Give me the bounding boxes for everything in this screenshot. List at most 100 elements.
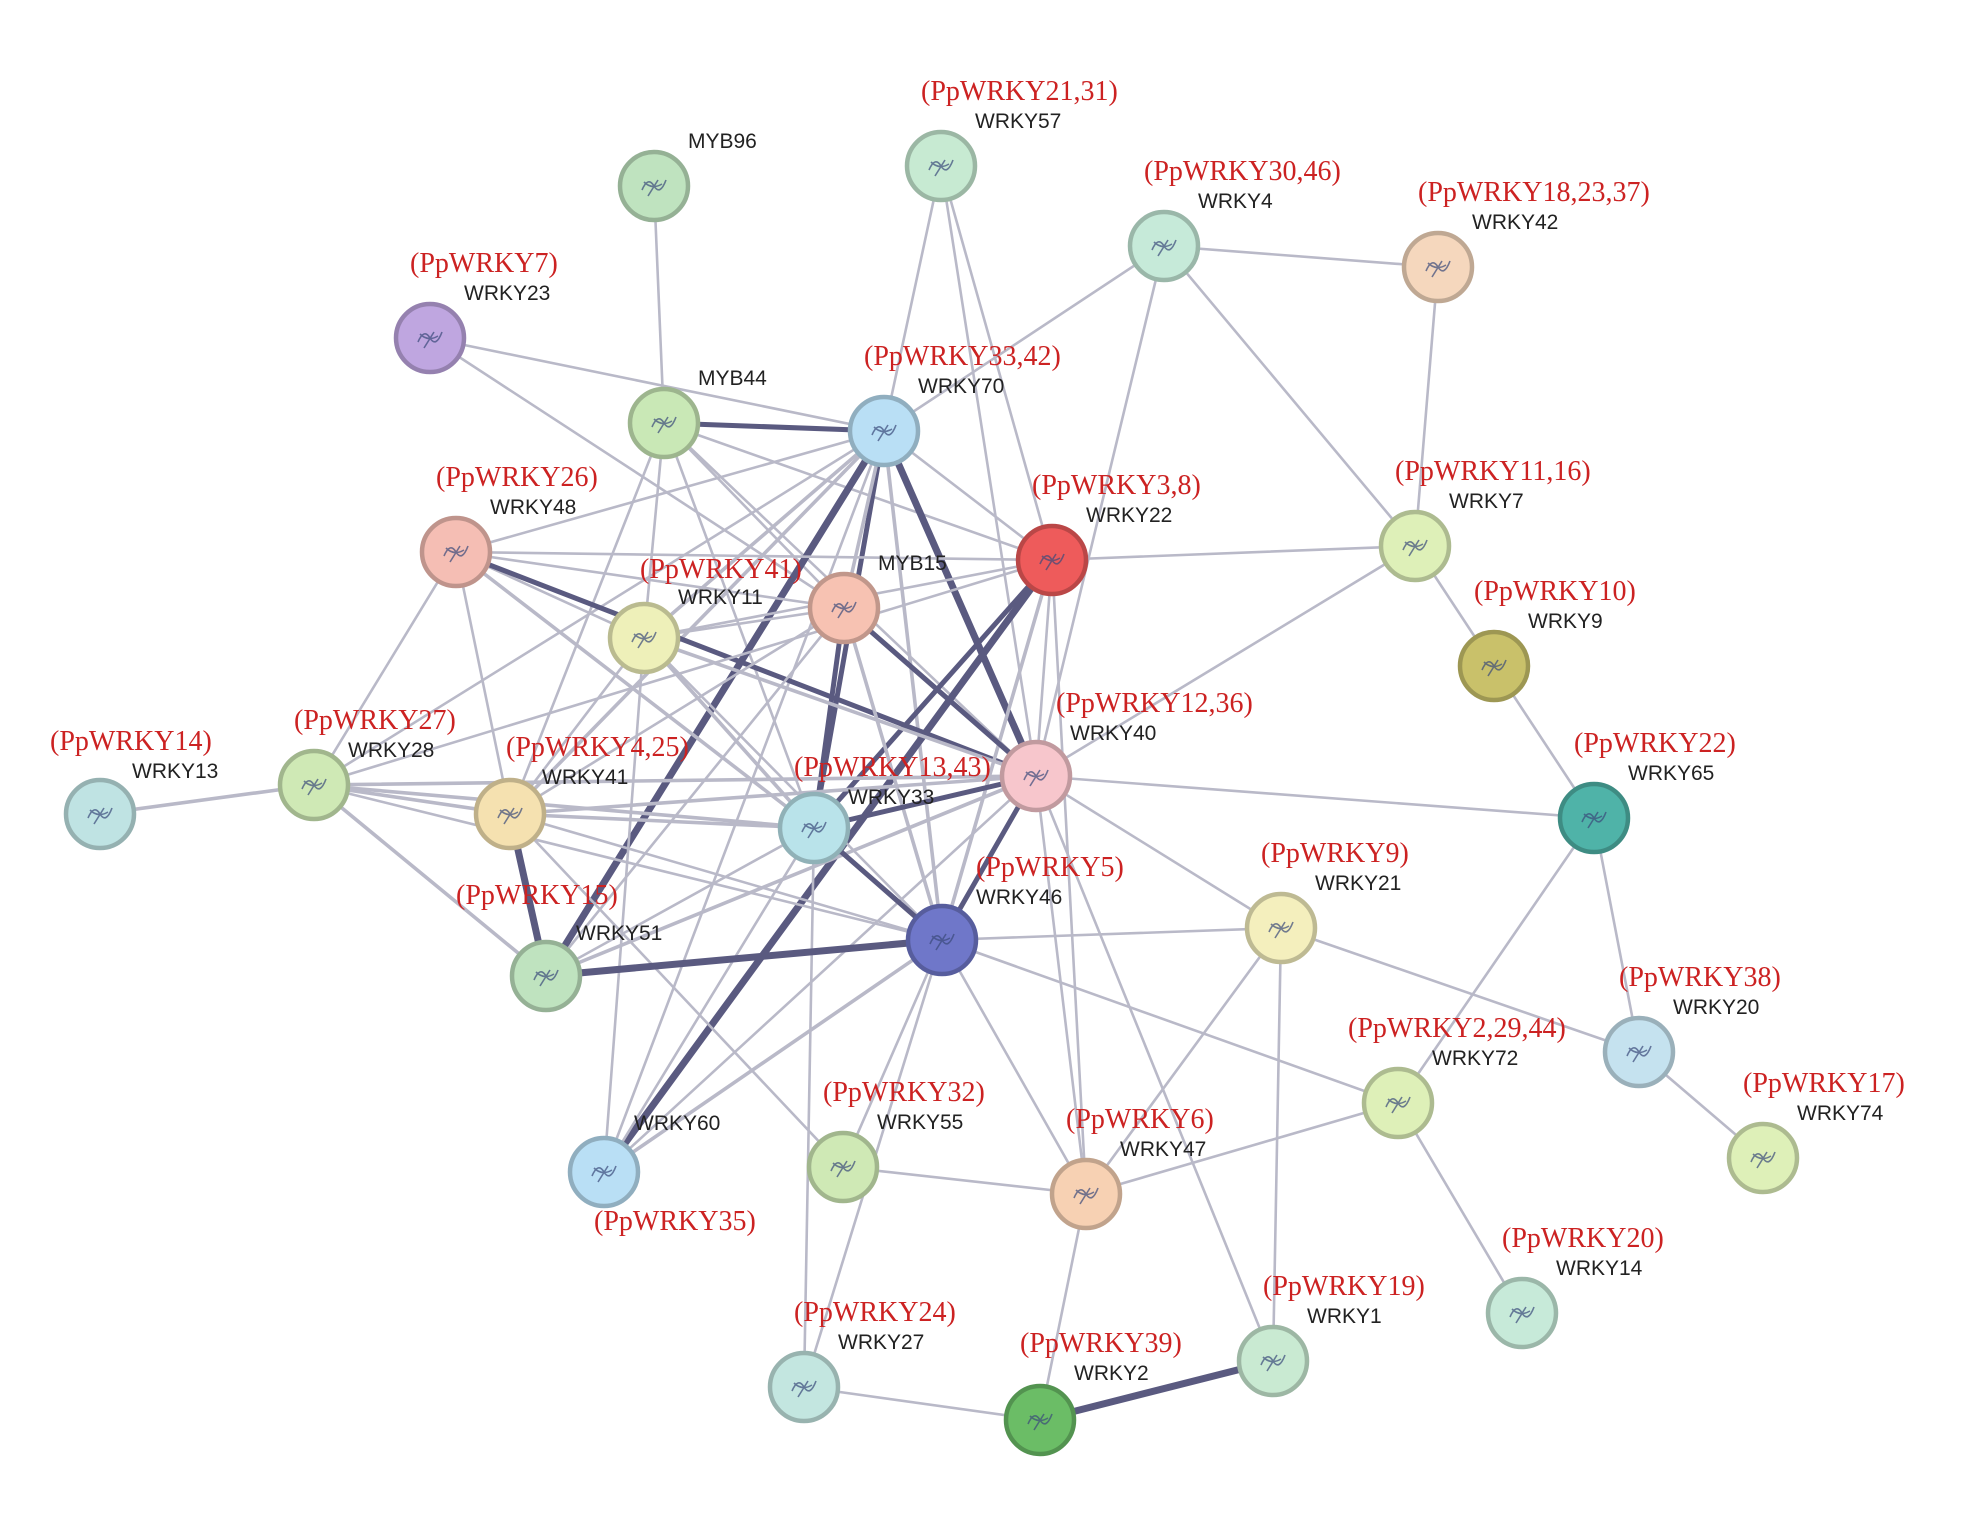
node-wrky9[interactable]: WRKY9(PpWRKY10) (1457, 576, 1636, 703)
edge-wrky28-wrky33 (312, 783, 816, 830)
ortholog-annotation: (PpWRKY7) (410, 248, 558, 279)
gene-label: WRKY4 (1198, 190, 1273, 213)
node-wrky70[interactable]: WRKY70(PpWRKY33,42) (847, 341, 1061, 468)
protein-structure-icon (301, 778, 327, 796)
edge-wrky48-myb15 (454, 550, 846, 610)
node-wrky57[interactable]: WRKY57(PpWRKY21,31) (904, 76, 1118, 203)
protein-structure-icon (1027, 1413, 1053, 1431)
edge-wrky23-wrky70 (428, 336, 886, 433)
gene-label: WRKY14 (1556, 1257, 1643, 1280)
ortholog-annotation: (PpWRKY22) (1574, 728, 1736, 759)
edge-wrky28-wrky46 (312, 783, 944, 942)
node-wrky4[interactable]: WRKY4(PpWRKY30,46) (1127, 156, 1341, 283)
edge-wrky11-wrky46 (642, 636, 944, 942)
ortholog-annotation: (PpWRKY41) (640, 554, 802, 585)
edge-wrky70-wrky60 (602, 429, 886, 1174)
node-myb96[interactable]: MYB96 (617, 130, 757, 223)
protein-structure-icon (1750, 1151, 1776, 1169)
edge-wrky55-wrky47 (841, 1165, 1088, 1196)
ortholog-annotation: (PpWRKY18,23,37) (1418, 177, 1650, 208)
edge-wrky33-wrky27 (802, 826, 816, 1389)
node-wrky48[interactable]: WRKY48(PpWRKY26) (419, 462, 598, 589)
ortholog-annotation: (PpWRKY27) (294, 705, 456, 736)
ortholog-annotation: (PpWRKY39) (1020, 1328, 1182, 1359)
edge-wrky40-wrky47 (1034, 774, 1088, 1196)
node-wrky47[interactable]: WRKY47(PpWRKY6) (1049, 1104, 1214, 1231)
edge-wrky11-wrky40 (642, 636, 1038, 778)
edge-wrky22-wrky60 (600, 556, 1056, 1176)
node-wrky28[interactable]: WRKY28(PpWRKY27) (277, 705, 456, 822)
edge-wrky11-wrky41 (508, 636, 646, 816)
edge-wrky4-wrky7 (1162, 244, 1417, 548)
edge-wrky46-wrky47 (940, 938, 1088, 1196)
edge-wrky21-wrky47 (1084, 926, 1283, 1196)
node-wrky40[interactable]: WRKY40(PpWRKY12,36) (999, 688, 1253, 813)
node-myb44[interactable]: MYB44 (627, 367, 767, 460)
protein-structure-icon (801, 821, 827, 839)
node-myb15[interactable]: MYB15 (807, 552, 947, 645)
ortholog-annotation: (PpWRKY15) (456, 880, 618, 911)
edge-wrky11-wrky60 (602, 636, 646, 1174)
node-wrky55[interactable]: WRKY55(PpWRKY32) (806, 1077, 985, 1204)
protein-structure-icon (1402, 539, 1428, 557)
node-wrky13[interactable]: WRKY13(PpWRKY14) (50, 726, 218, 851)
edge-wrky48-wrky33 (454, 550, 816, 830)
node-wrky41[interactable]: WRKY41 (PpWRKY4,25) (473, 732, 689, 851)
edge-wrky46-wrky60 (602, 938, 944, 1174)
edge-wrky33-wrky60 (602, 826, 816, 1174)
ortholog-annotation: (PpWRKY4,25) (506, 732, 689, 763)
protein-structure-icon (1581, 811, 1607, 829)
gene-label: WRKY20 (1673, 996, 1759, 1019)
node-wrky33[interactable]: WRKY33(PpWRKY13,43) (777, 752, 991, 865)
edge-wrky65-wrky20 (1592, 816, 1641, 1054)
edge-wrky41-wrky55 (508, 812, 845, 1169)
edge-myb44-wrky33 (662, 421, 816, 830)
node-wrky20[interactable]: WRKY20(PpWRKY38) (1602, 962, 1781, 1089)
gene-label: WRKY21 (1315, 872, 1401, 895)
node-wrky46[interactable]: WRKY46(PpWRKY5) (905, 852, 1124, 977)
protein-structure-icon (87, 807, 113, 825)
edge-wrky70-wrky51 (542, 427, 888, 980)
node-wrky21[interactable]: WRKY21(PpWRKY9) (1244, 838, 1409, 965)
node-wrky1[interactable]: WRKY1(PpWRKY19) (1236, 1271, 1425, 1398)
ortholog-annotation: (PpWRKY24) (794, 1297, 956, 1328)
node-wrky42[interactable]: WRKY42(PpWRKY18,23,37) (1401, 177, 1650, 304)
edge-wrky22-wrky46 (940, 558, 1054, 942)
edge-wrky4-wrky70 (882, 244, 1166, 433)
node-wrky60[interactable]: WRKY60(PpWRKY35) (567, 1112, 756, 1237)
node-wrky2[interactable]: WRKY2(PpWRKY39) (1003, 1328, 1182, 1457)
node-wrky22[interactable]: WRKY22(PpWRKY3,8) (1015, 470, 1201, 597)
node-wrky65[interactable]: WRKY65 (PpWRKY22) (1557, 728, 1736, 855)
protein-structure-icon (641, 179, 667, 197)
ortholog-annotation: (PpWRKY12,36) (1056, 688, 1253, 719)
gene-label: WRKY41 (542, 766, 628, 789)
edge-wrky28-wrky51 (312, 783, 548, 978)
protein-structure-icon (1481, 659, 1507, 677)
edge-myb44-myb15 (662, 421, 846, 610)
edge-myb15-wrky40 (841, 605, 1039, 779)
gene-label: WRKY46 (976, 886, 1062, 909)
gene-label: WRKY1 (1307, 1305, 1382, 1328)
ortholog-annotation: (PpWRKY10) (1474, 576, 1636, 607)
node-wrky11[interactable]: WRKY11(PpWRKY41) (607, 554, 802, 675)
node-wrky51[interactable]: WRKY51(PpWRKY15) (456, 880, 662, 1013)
node-wrky27[interactable]: WRKY27(PpWRKY24) (767, 1297, 956, 1424)
gene-label: WRKY65 (1628, 762, 1714, 785)
ortholog-annotation: (PpWRKY13,43) (794, 752, 991, 783)
node-wrky7[interactable]: WRKY7(PpWRKY11,16) (1378, 456, 1591, 583)
gene-label: WRKY48 (490, 496, 576, 519)
edge-wrky22-wrky7 (1050, 544, 1417, 562)
node-wrky74[interactable]: WRKY74(PpWRKY17) (1726, 1068, 1905, 1195)
protein-structure-icon (1268, 921, 1294, 939)
protein-structure-icon (1509, 1306, 1535, 1324)
protein-structure-icon (1151, 239, 1177, 257)
protein-structure-icon (533, 969, 559, 987)
protein-structure-icon (417, 331, 443, 349)
node-wrky14[interactable]: WRKY14(PpWRKY20) (1485, 1223, 1664, 1350)
protein-structure-icon (443, 545, 469, 563)
edge-wrky46-wrky51 (542, 936, 946, 980)
edge-wrky7-wrky40 (1034, 544, 1417, 778)
node-wrky72[interactable]: WRKY72(PpWRKY2,29,44) (1348, 1013, 1566, 1140)
gene-label: WRKY74 (1797, 1102, 1884, 1125)
node-wrky23[interactable]: WRKY23(PpWRKY7) (393, 248, 558, 375)
